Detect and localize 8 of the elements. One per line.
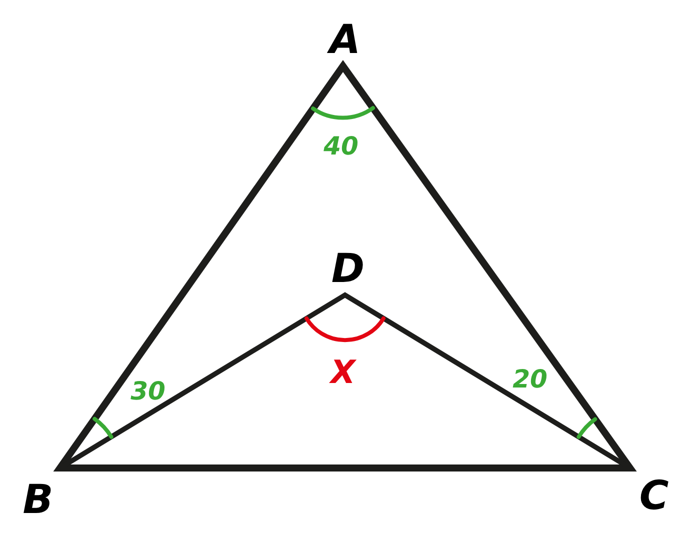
- vertex-label: D: [331, 249, 365, 289]
- angle-label: X: [330, 356, 356, 388]
- angle-label: 30: [130, 378, 166, 404]
- vertex-label: B: [22, 480, 54, 520]
- vertex-label: C: [639, 476, 669, 516]
- angle-label: 20: [512, 366, 548, 392]
- vertex-label: A: [330, 20, 360, 60]
- angle-label: 40: [324, 134, 358, 158]
